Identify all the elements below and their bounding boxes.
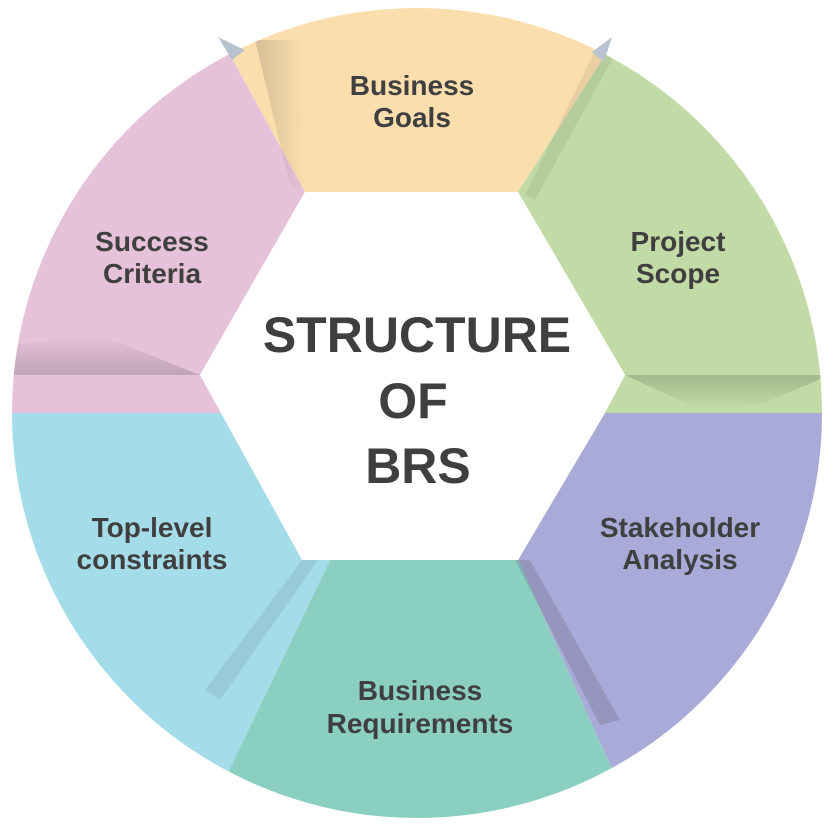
label-stakeholder-analysis-2: Analysis <box>622 544 737 575</box>
fold-shadow <box>255 40 305 192</box>
label-business-goals-1: Business <box>350 70 475 101</box>
center-hexagon <box>200 192 625 560</box>
label-success-criteria-1: Success <box>95 226 209 257</box>
label-business-requirements-2: Requirements <box>327 708 514 739</box>
label-top-level-constraints-1: Top-level <box>92 512 213 543</box>
fold-shadow <box>515 560 620 725</box>
label-success-criteria-2: Criteria <box>103 258 201 289</box>
label-business-goals-2: Goals <box>373 102 451 133</box>
fold-shadow <box>525 40 620 200</box>
label-business-requirements-1: Business <box>358 675 483 706</box>
fold-shadow <box>12 335 200 375</box>
fold-shadow <box>205 560 318 700</box>
label-project-scope-2: Scope <box>636 258 720 289</box>
center-title-line-2: OF <box>378 373 447 429</box>
label-stakeholder-analysis-1: Stakeholder <box>600 512 760 543</box>
segment-business-requirements <box>200 560 640 818</box>
fold-shadow <box>625 375 822 410</box>
center-title-line-3: BRS <box>365 438 471 494</box>
segment-business-goals <box>200 8 640 192</box>
fold-tip <box>218 37 245 60</box>
label-top-level-constraints-2: constraints <box>77 544 228 575</box>
center-title-line-1: STRUCTURE <box>263 307 571 363</box>
label-project-scope-1: Project <box>631 226 726 257</box>
fold-tip <box>592 37 612 62</box>
